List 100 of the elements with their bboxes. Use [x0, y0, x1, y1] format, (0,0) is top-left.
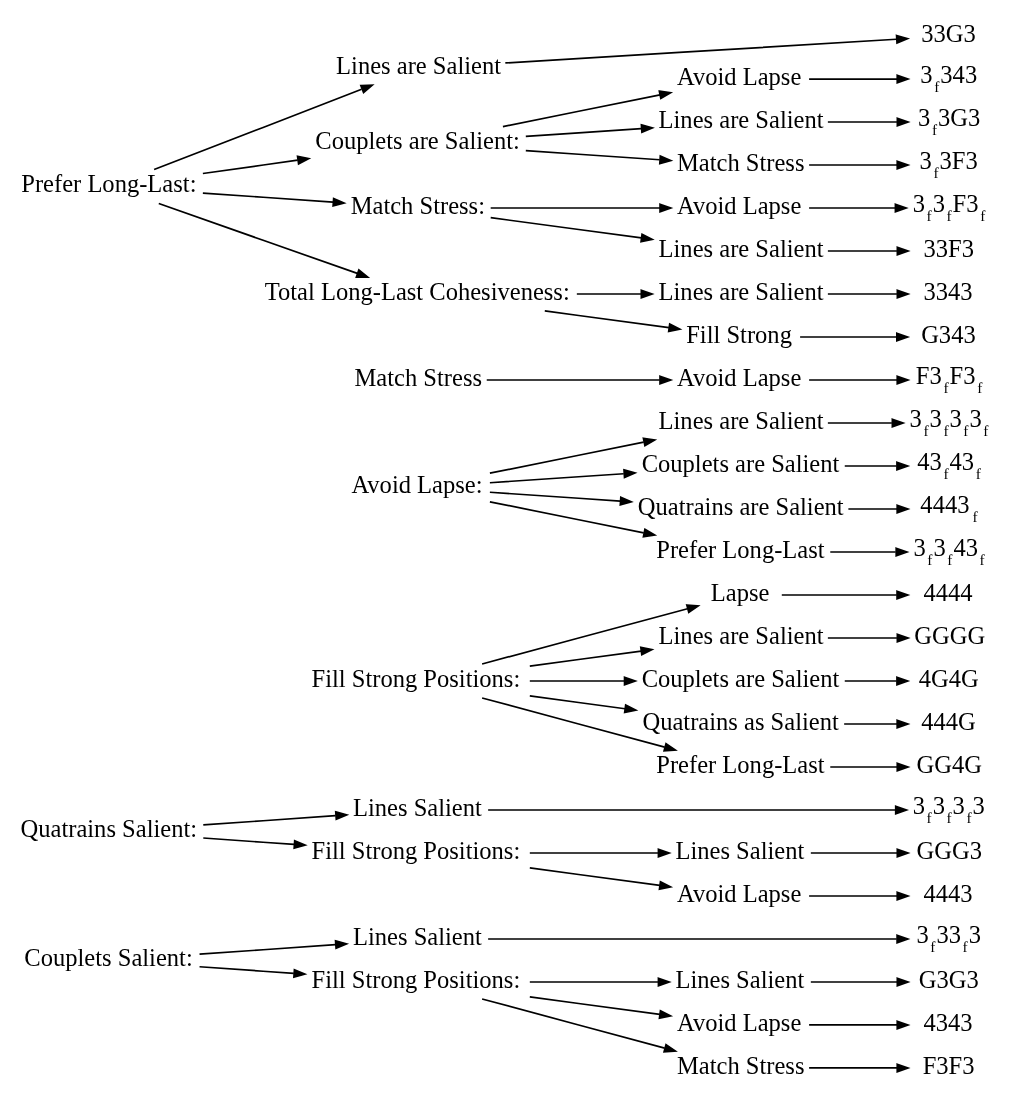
arrow: [843, 675, 911, 686]
arrow: [829, 761, 911, 772]
node-text: Quatrains Salient:: [20, 814, 198, 842]
arrow: [827, 116, 911, 127]
arrow: [810, 976, 911, 987]
node-text: 4443: [923, 879, 973, 907]
node-text: Couplets are Salient: [641, 449, 840, 477]
arrow: [502, 89, 674, 127]
node-text: Quatrains as Salient: [642, 707, 839, 735]
node-text: 3$_{f}$33$_{f}$3: [916, 920, 982, 955]
arrow: [489, 436, 658, 474]
arrow: [489, 490, 634, 506]
arrow: [780, 589, 911, 600]
arrow: [504, 33, 911, 64]
node-text: Match Stress: [676, 148, 805, 176]
node-text: 3$_{f}$3$_{f}$F3$_{f}$: [912, 189, 986, 224]
node-text: 4G4G: [918, 664, 979, 692]
arrow: [843, 460, 911, 471]
arrow: [528, 675, 638, 686]
node-text: Avoid Lapse:: [351, 470, 483, 498]
node-text: Avoid Lapse: [676, 191, 802, 219]
node-text: Lines Salient: [675, 836, 805, 864]
node-text: Couplets are Salient: [641, 664, 840, 692]
arrow: [202, 154, 312, 174]
node-text: 3$_{f}$3$_{f}$3$_{f}$3: [912, 791, 985, 826]
arrow: [489, 500, 658, 538]
node-text: 43$_{f}$43$_{f}$: [917, 447, 981, 482]
node-text: 3343: [923, 277, 973, 305]
arrow: [481, 696, 678, 752]
node-text: Lines are Salient: [658, 277, 824, 305]
node-text: 4444: [923, 578, 973, 606]
arrow: [481, 997, 678, 1053]
node-text: 3$_{f}$343: [920, 60, 978, 95]
arrow: [487, 804, 910, 815]
arrow: [528, 847, 672, 858]
node-text: Lines are Salient: [336, 51, 502, 79]
node-text: 33G3: [921, 19, 976, 47]
arrow: [829, 546, 910, 557]
arrow: [198, 939, 350, 955]
node-text: Total Long-Last Cohesiveness:: [264, 277, 570, 305]
arrow: [157, 202, 371, 278]
node-text: 4443$_{f}$: [920, 490, 978, 525]
arrow: [489, 202, 674, 213]
arrow: [543, 309, 683, 332]
node-text: 33F3: [923, 234, 974, 262]
node-text: Match Stress: [354, 363, 483, 391]
arrow: [827, 245, 911, 256]
arrow: [799, 331, 911, 342]
node-text: Avoid Lapse: [676, 363, 802, 391]
arrow: [153, 83, 375, 170]
node-text: 444G: [921, 707, 976, 735]
node-text: GGGG: [914, 621, 986, 649]
node-text: G343: [921, 320, 976, 348]
node-text: Prefer Long-Last: [656, 535, 825, 563]
node-text: Fill Strong Positions:: [311, 836, 521, 864]
arrow: [487, 933, 911, 944]
node-text: Avoid Lapse: [676, 879, 802, 907]
arrow: [524, 149, 674, 165]
arrow: [827, 417, 906, 428]
node-text: Lapse: [710, 578, 770, 606]
arrow: [808, 1062, 911, 1073]
arrow: [827, 288, 911, 299]
arrow: [489, 216, 655, 243]
arrow: [528, 976, 672, 987]
arrow: [489, 468, 638, 484]
node-text: F3F3: [922, 1051, 975, 1079]
node-text: Match Stress: [676, 1051, 805, 1079]
arrow: [528, 866, 674, 890]
node-text: G3G3: [918, 965, 979, 993]
arrow: [528, 645, 655, 667]
node-text: Lines Salient: [352, 793, 482, 821]
node-text: Prefer Long-Last: [656, 750, 825, 778]
arrow: [808, 159, 911, 170]
node-text: Avoid Lapse: [676, 62, 802, 90]
node-text: GG4G: [916, 750, 983, 778]
node-text: 3$_{f}$3$_{f}$3$_{f}$3$_{f}$: [909, 404, 989, 439]
node-text: 3$_{f}$3G3: [918, 103, 981, 138]
arrow: [528, 995, 674, 1019]
arrow: [198, 965, 308, 978]
node-text: 4343: [923, 1008, 973, 1036]
arrow: [810, 847, 911, 858]
arrow: [202, 191, 347, 207]
arrow: [843, 718, 911, 729]
node-text: Lines are Salient: [658, 621, 824, 649]
arrow: [202, 836, 308, 849]
node-text: Fill Strong Positions:: [311, 664, 521, 692]
arrow: [808, 73, 911, 84]
arrow: [485, 374, 674, 385]
node-text: Fill Strong Positions:: [311, 965, 521, 993]
arrow: [808, 202, 909, 213]
node-text: Couplets are Salient:: [315, 126, 520, 154]
node-text: Avoid Lapse: [676, 1008, 802, 1036]
node-text: 3$_{f}$3F3: [919, 146, 978, 181]
node-text: Quatrains are Salient: [637, 492, 844, 520]
node-text: Prefer Long-Last:: [21, 169, 197, 197]
node-text: 3$_{f}$3$_{f}$43$_{f}$: [913, 533, 985, 568]
arrow: [576, 288, 655, 299]
node-text: Lines are Salient: [658, 234, 824, 262]
arrow: [202, 810, 350, 826]
arrow: [808, 1019, 911, 1030]
